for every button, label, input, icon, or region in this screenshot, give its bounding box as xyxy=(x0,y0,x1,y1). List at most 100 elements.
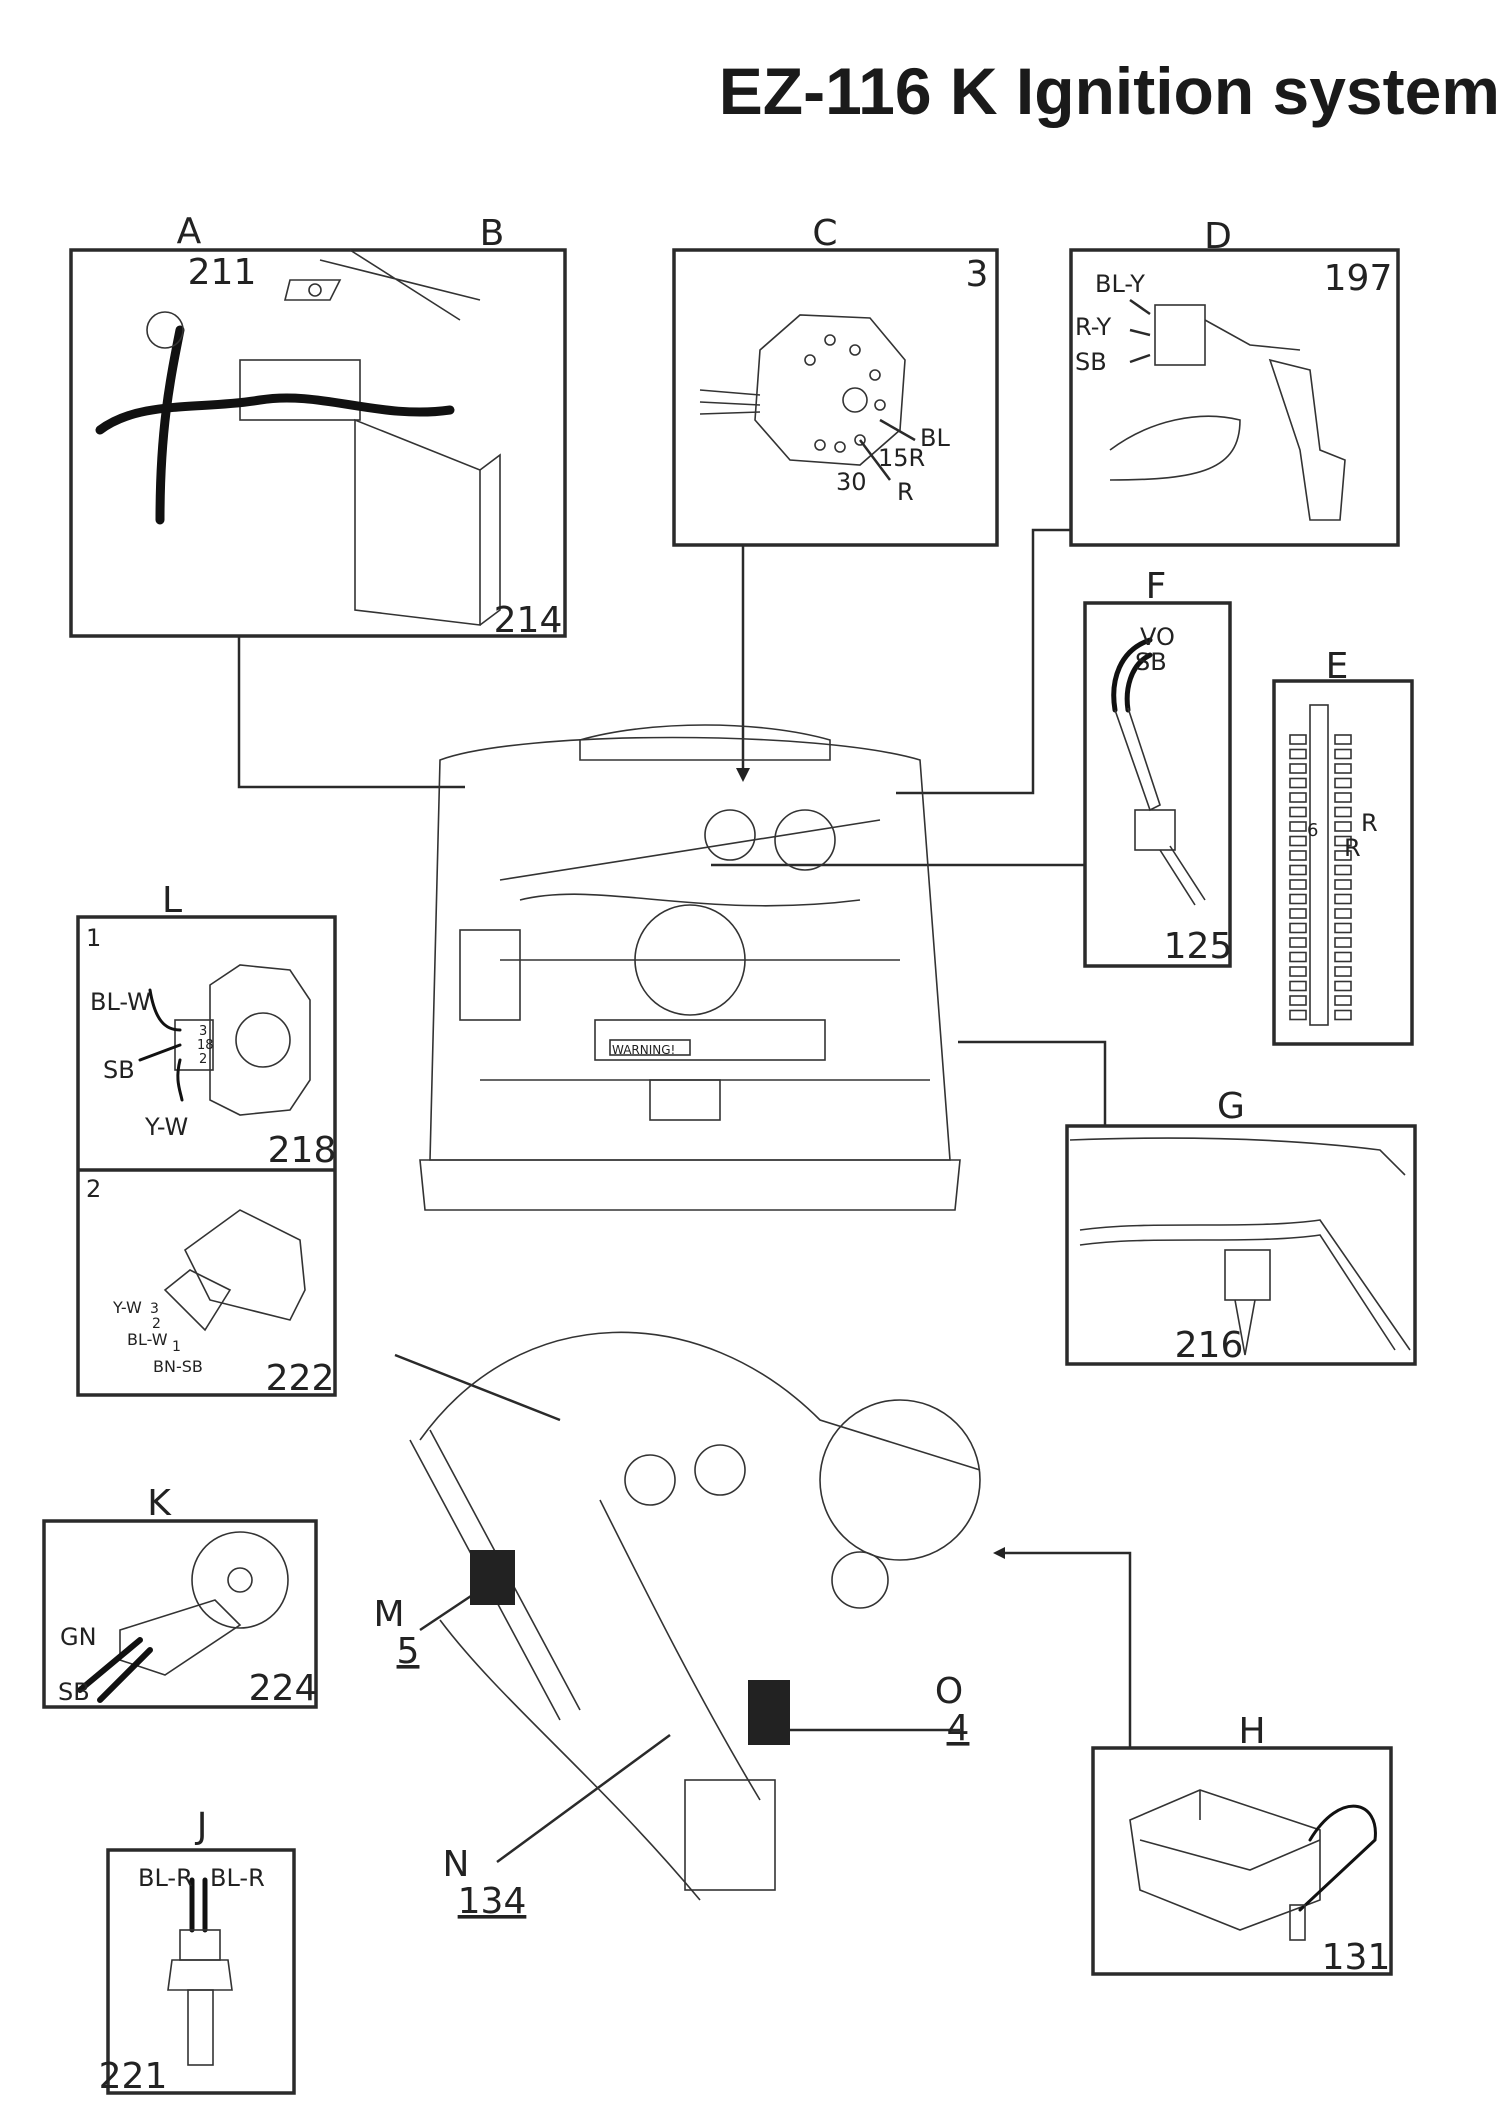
component-number-211: 211 xyxy=(188,252,257,293)
fuse xyxy=(1289,734,1307,745)
wire-label-r-out: R xyxy=(1344,834,1361,862)
panel-letter-a: A xyxy=(177,211,202,252)
fuse xyxy=(1334,995,1352,1006)
fuse xyxy=(1334,806,1352,818)
wire-label-r: R xyxy=(897,478,914,506)
fuse xyxy=(1289,763,1307,774)
panel-letter-g: G xyxy=(1217,1086,1245,1127)
label-n: N xyxy=(443,1844,470,1885)
component-number-216: 216 xyxy=(1175,1325,1244,1366)
wire-label-15r: 15R xyxy=(878,444,925,472)
fuse xyxy=(1334,792,1352,803)
wire-label-bl-w: BL-W xyxy=(127,1330,168,1349)
panel-d: D 197 BL-Y R-Y SB xyxy=(1069,216,1400,547)
label-m: M xyxy=(373,1594,404,1635)
fuse xyxy=(1289,792,1307,803)
sub-panel-index-1: 1 xyxy=(86,924,101,952)
component-number-5: 5 xyxy=(397,1631,420,1672)
panel-l: L 1 3 18 2 BL-W SB Y-W 218 2 Y-W 3 2 BL-… xyxy=(76,880,337,1399)
fuse xyxy=(1334,922,1352,934)
fuse xyxy=(1334,879,1352,890)
fuse xyxy=(1334,835,1352,847)
fuse-box-sketch xyxy=(1289,704,1352,1026)
fuse xyxy=(1289,908,1307,919)
component-number-221: 221 xyxy=(99,2056,168,2097)
hall-sensor-connector-sketch xyxy=(1109,298,1346,521)
fuse-pin-6: 6 xyxy=(1307,820,1318,841)
ignition-switch-connector-sketch xyxy=(699,314,916,481)
fuse xyxy=(1334,893,1352,905)
leader-lines xyxy=(237,528,1132,1864)
fuse xyxy=(1289,893,1307,905)
panel-letter-c: C xyxy=(812,213,837,254)
wire-label-bl: BL xyxy=(920,424,950,452)
fuse xyxy=(1289,995,1307,1006)
fuse xyxy=(1334,937,1352,948)
fuse xyxy=(1334,966,1352,977)
pin-18: 18 xyxy=(197,1038,214,1053)
fuse xyxy=(1289,850,1307,861)
component-number-125: 125 xyxy=(1164,926,1233,967)
fuse xyxy=(1289,922,1307,934)
panel-letter-k: K xyxy=(147,1483,172,1524)
component-number-222: 222 xyxy=(266,1358,335,1399)
panel-f: F VO SB 125 xyxy=(1083,566,1233,968)
panel-letter-b: B xyxy=(480,213,505,254)
panel-letter-h: H xyxy=(1238,1711,1265,1752)
component-number-131: 131 xyxy=(1322,1937,1391,1978)
fuse xyxy=(1289,1009,1307,1021)
wire-label-bl-w: BL-W xyxy=(90,988,151,1016)
panel-c: C 3 BL 15R 30 R xyxy=(672,213,999,547)
panel-j: J BL-R BL-R 221 xyxy=(99,1806,296,2097)
wire-label-bl-y: BL-Y xyxy=(1095,270,1145,298)
component-number-4: 4 xyxy=(947,1708,970,1749)
fuse xyxy=(1334,1009,1352,1021)
wire-label-r-in: R xyxy=(1361,809,1378,837)
control-unit-sketch xyxy=(95,249,501,626)
fuse xyxy=(1289,748,1307,760)
pin-3: 3 xyxy=(150,1301,159,1317)
fuse xyxy=(1334,864,1352,876)
panel-letter-f: F xyxy=(1146,566,1167,607)
wire-label-30: 30 xyxy=(836,468,867,496)
fuse xyxy=(1289,821,1307,832)
fuse xyxy=(1289,980,1307,992)
panel-letter-j: J xyxy=(195,1806,208,1847)
fuse xyxy=(1334,951,1352,963)
engine-bay-overview: WARNING! xyxy=(419,724,961,1211)
sub-panel-index-2: 2 xyxy=(86,1175,101,1203)
fuse xyxy=(1334,821,1352,832)
panel-letter-l: L xyxy=(162,880,182,921)
fuse xyxy=(1334,734,1352,745)
panel-a-b: A B 211 214 xyxy=(69,211,567,641)
component-number-214: 214 xyxy=(494,600,563,641)
panel-h: H 131 xyxy=(1091,1711,1393,1978)
component-number-218: 218 xyxy=(268,1130,337,1171)
panel-e: E 6 R R xyxy=(1272,646,1414,1046)
fuse-strip xyxy=(1309,704,1329,1026)
fuse xyxy=(1334,748,1352,760)
fuse xyxy=(1289,777,1307,789)
pin-3: 3 xyxy=(199,1024,207,1039)
pin-1: 1 xyxy=(172,1339,181,1355)
panel-letter-d: D xyxy=(1204,216,1232,257)
component-number-134: 134 xyxy=(458,1881,527,1922)
wire-label-bn-sb: BN-SB xyxy=(153,1357,203,1376)
wire-label-sb: SB xyxy=(1075,348,1107,376)
wire-label-sb: SB xyxy=(103,1056,135,1084)
fuse xyxy=(1334,763,1352,774)
component-number-224: 224 xyxy=(249,1668,318,1709)
fuse xyxy=(1289,879,1307,890)
panel-k: K GN SB 224 xyxy=(42,1483,318,1709)
panel-letter-e: E xyxy=(1326,646,1349,687)
wire-label-vo: VO xyxy=(1140,623,1175,651)
wire-label-bl-r: BL-R xyxy=(210,1864,265,1892)
warning-label: WARNING! xyxy=(612,1043,675,1057)
wire-label-y-w: Y-W xyxy=(144,1113,188,1141)
wire-label-bl-r: BL-R xyxy=(138,1864,193,1892)
page-title: EZ-116 K Ignition system xyxy=(719,54,1500,128)
wire-label-r-y: R-Y xyxy=(1075,313,1112,341)
wire-label-sb: SB xyxy=(58,1678,90,1706)
fuse xyxy=(1289,835,1307,847)
